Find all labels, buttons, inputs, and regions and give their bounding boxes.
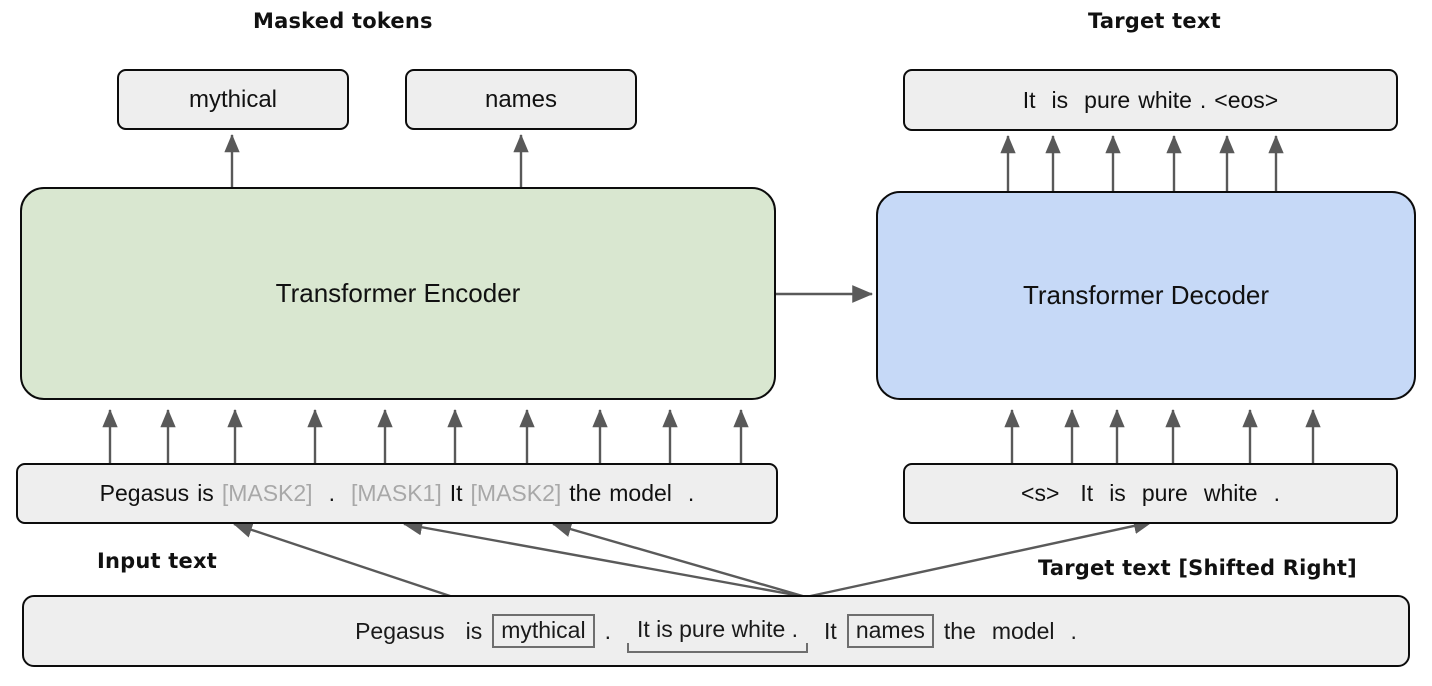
source-token: . — [604, 617, 611, 644]
transformer-encoder-box[interactable]: Transformer Encoder — [20, 187, 776, 400]
decoder-token: . — [1273, 480, 1280, 506]
source-token: Pegasus — [355, 617, 445, 644]
encoder-token: . — [328, 480, 335, 506]
masked-token-box-mythical[interactable]: mythical — [117, 69, 349, 130]
target-text-output-box[interactable]: It is pure white . <eos> — [903, 69, 1398, 131]
source-token: It — [824, 617, 837, 644]
source-token-boxed-mythical[interactable]: mythical — [492, 614, 595, 648]
encoder-token: It — [449, 480, 463, 506]
encoder-token: model — [609, 480, 672, 506]
encoder-token: is — [197, 480, 214, 506]
masked-token-label: names — [484, 85, 558, 113]
decoder-token: pure — [1141, 480, 1188, 506]
encoder-input-tokens: Pegasus is [MASK2] . [MASK1] It [MASK2] … — [18, 465, 776, 522]
target-text-title: Target text — [1088, 9, 1221, 33]
encoder-input-box[interactable]: Pegasus is [MASK2] . [MASK1] It [MASK2] … — [16, 463, 778, 524]
target-text-output-tokens: It is pure white . <eos> — [905, 71, 1396, 129]
masked-token-box-names[interactable]: names — [405, 69, 637, 130]
decoder-input-box[interactable]: <s> It is pure white . — [903, 463, 1398, 524]
encoder-token: . — [687, 480, 695, 506]
target-text-shifted-label: Target text [Shifted Right] — [1038, 556, 1357, 580]
decoder-input-tokens: <s> It is pure white . — [905, 465, 1396, 522]
source-token: . — [1070, 617, 1077, 644]
decoder-label: Transformer Decoder — [1022, 280, 1270, 310]
masked-tokens-title: Masked tokens — [253, 9, 433, 33]
target-token: pure — [1084, 86, 1131, 113]
source-token: is — [465, 617, 483, 644]
decoder-token: <s> — [1021, 480, 1060, 506]
target-token: <eos> — [1214, 86, 1279, 113]
encoder-token: the — [569, 480, 602, 506]
target-token: white — [1138, 86, 1192, 113]
source-token: model — [991, 617, 1055, 644]
encoder-token-mask: [MASK2] — [221, 480, 313, 506]
source-token-boxed-names[interactable]: names — [846, 614, 934, 648]
encoder-token: Pegasus — [99, 480, 190, 506]
source-sentence-text: Pegasus is mythical . It is pure white .… — [24, 597, 1408, 665]
target-token: is — [1051, 86, 1069, 113]
source-token: the — [943, 617, 976, 644]
encoder-label: Transformer Encoder — [275, 278, 521, 308]
encoder-token-mask: [MASK2] — [470, 480, 562, 506]
target-token: It — [1022, 86, 1036, 113]
masked-token-label: mythical — [188, 85, 278, 113]
decoder-token: white — [1203, 480, 1258, 506]
transformer-decoder-box[interactable]: Transformer Decoder — [876, 191, 1416, 400]
target-token: . — [1199, 86, 1207, 113]
source-span-bracketed: It is pure white . — [626, 616, 809, 653]
decoder-token: is — [1109, 480, 1126, 506]
encoder-token-mask: [MASK1] — [350, 480, 442, 506]
decoder-token: It — [1080, 480, 1094, 506]
source-sentence-box[interactable]: Pegasus is mythical . It is pure white .… — [22, 595, 1410, 667]
input-text-label: Input text — [97, 549, 217, 573]
